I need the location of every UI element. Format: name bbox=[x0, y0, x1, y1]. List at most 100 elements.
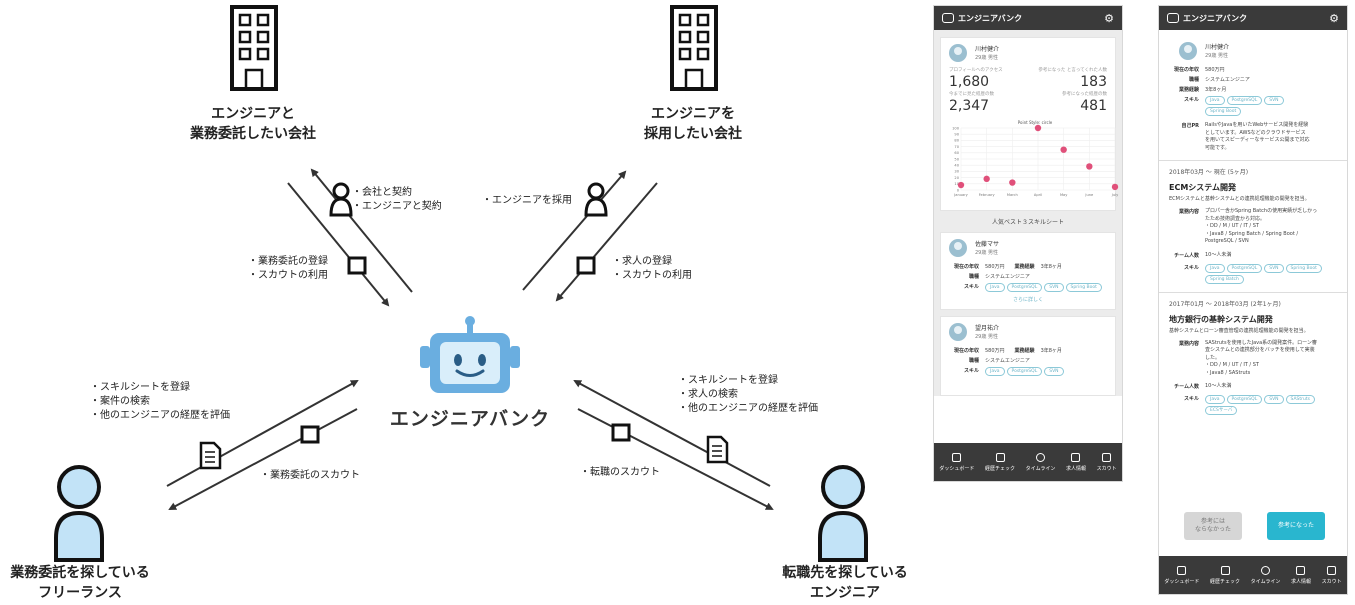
app-brand[interactable]: エンジニアバンク bbox=[942, 13, 1022, 24]
handshake-person-icon bbox=[584, 182, 608, 217]
gear-icon[interactable]: ⚙ bbox=[1329, 11, 1339, 25]
job-row: 職種システムエンジニア bbox=[968, 274, 1030, 280]
helpful-button[interactable]: 参考になった bbox=[1267, 512, 1325, 540]
skill-chip[interactable]: Java bbox=[1205, 395, 1225, 404]
document-icon bbox=[1296, 565, 1306, 575]
tab-career-check[interactable]: 経歴チェック bbox=[985, 452, 1015, 472]
skill-chip[interactable]: PostgreSQL bbox=[1226, 96, 1263, 105]
square-marker-icon bbox=[611, 423, 631, 442]
arrow-from-tl-company bbox=[287, 182, 390, 307]
project-period: 2018年03月 〜 現在 (5ヶ月) bbox=[1159, 160, 1347, 176]
y-tick-label: 40 bbox=[954, 164, 959, 168]
skill-chip[interactable]: Spring Boot bbox=[1285, 263, 1322, 273]
popular-skillsheets-heading: 人気ベスト３スキルシート bbox=[991, 219, 1065, 226]
document-icon bbox=[1071, 452, 1081, 462]
square-marker-icon bbox=[347, 256, 367, 275]
skill-chip[interactable]: Java bbox=[985, 367, 1005, 376]
tab-dashboard[interactable]: ダッシュボード bbox=[1164, 565, 1199, 585]
skill-chip[interactable]: SVN bbox=[1044, 367, 1064, 376]
skill-chip[interactable]: PostgreSQL bbox=[1006, 367, 1043, 376]
skill-chip[interactable]: SAStruts bbox=[1285, 395, 1315, 404]
data-point bbox=[1009, 179, 1016, 186]
tab-jobs[interactable]: 求人情報 bbox=[1066, 452, 1086, 472]
not-helpful-button[interactable]: 参考にはならなかった bbox=[1184, 512, 1242, 540]
y-tick-label: 80 bbox=[954, 139, 959, 143]
tab-career-check[interactable]: 経歴チェック bbox=[1210, 565, 1240, 585]
square-marker-icon bbox=[300, 425, 320, 444]
skill-chip[interactable]: SVN bbox=[1264, 96, 1284, 105]
project-desc: ECMシステムと基幹システムとの連携処理機能の開発を担当。 bbox=[1169, 196, 1310, 202]
document-icon bbox=[706, 435, 729, 464]
chat-icon bbox=[1036, 452, 1045, 462]
y-tick-label: 20 bbox=[954, 176, 959, 180]
pr-row: 自己PR RailsやJavaを用いたWebサービス開発を経験としています。AW… bbox=[1181, 122, 1310, 151]
tab-scout[interactable]: スカウト bbox=[1322, 565, 1342, 585]
skill-chip[interactable]: ECSサーバ bbox=[1205, 406, 1238, 415]
user-sub: 29歳 男性 bbox=[975, 333, 998, 340]
y-tick-label: 10 bbox=[954, 182, 959, 186]
avatar bbox=[949, 44, 967, 62]
data-point bbox=[983, 175, 990, 183]
arrow-from-jobseeker bbox=[573, 380, 771, 487]
skill-chip[interactable]: Spring Boot bbox=[1205, 107, 1242, 116]
skill-chip[interactable]: SVN bbox=[1264, 263, 1284, 273]
skill-chip[interactable]: Java bbox=[985, 283, 1005, 292]
y-tick-label: 30 bbox=[954, 170, 959, 174]
skill-row: スキル Java PostgreSQL SVN bbox=[949, 367, 1107, 376]
avatar bbox=[949, 239, 967, 257]
mail-icon bbox=[1327, 565, 1337, 575]
project-period: 2017年01月 〜 2018年03月 (2年1ヶ月) bbox=[1159, 291, 1347, 308]
label-tl-company: エンジニアと 業務委託したい会社 bbox=[190, 106, 316, 142]
y-tick-label: 50 bbox=[954, 157, 959, 161]
avatar bbox=[949, 323, 967, 341]
data-point bbox=[1111, 183, 1119, 191]
tab-scout[interactable]: スカウト bbox=[1097, 452, 1117, 472]
tab-timeline[interactable]: タイムライン bbox=[1026, 452, 1055, 472]
skill-chip[interactable]: Java bbox=[1205, 96, 1225, 105]
user-name: 川村健介 bbox=[975, 45, 1000, 53]
skill-chip[interactable]: PostgreSQL bbox=[1226, 395, 1263, 404]
skill-chip[interactable]: SVN bbox=[1264, 395, 1284, 404]
x-tick-label: July bbox=[1111, 193, 1119, 197]
square-marker-icon bbox=[576, 256, 596, 275]
skill-chip[interactable]: PostgreSQL bbox=[1226, 263, 1263, 273]
skill-chip[interactable]: Spring Batch bbox=[1205, 274, 1244, 284]
data-point bbox=[1060, 146, 1067, 153]
tab-timeline[interactable]: タイムライン bbox=[1251, 565, 1280, 585]
skill-chip[interactable]: Spring Boot bbox=[1065, 283, 1102, 292]
access-chart: Point Style: circle010203040506070809010… bbox=[952, 120, 1119, 197]
note-bl-down: ・業務委託のスカウト bbox=[260, 470, 360, 481]
avatar bbox=[1179, 42, 1197, 60]
arrow-to-jobseeker bbox=[577, 408, 774, 510]
tab-dashboard[interactable]: ダッシュボード bbox=[939, 452, 974, 472]
note-br-down: ・転職のスカウト bbox=[580, 467, 660, 478]
arrow-from-freelancer bbox=[166, 380, 359, 487]
user-name: 望月祐介 bbox=[975, 324, 1000, 332]
tab-jobs[interactable]: 求人情報 bbox=[1291, 565, 1311, 585]
app-header: エンジニアバンク ⚙ bbox=[934, 6, 1122, 30]
app-brand[interactable]: エンジニアバンク bbox=[1167, 13, 1247, 24]
document-icon bbox=[199, 441, 222, 470]
people-icon bbox=[995, 452, 1005, 462]
skill-chip[interactable]: Java bbox=[1205, 263, 1225, 273]
x-tick-label: April bbox=[1034, 193, 1042, 197]
note-tr-down: ・求人の登録・スカウトの利用 bbox=[612, 256, 692, 281]
skill-chip[interactable]: PostgreSQL bbox=[1006, 283, 1043, 292]
more-link[interactable]: さらに詳しく bbox=[1012, 297, 1043, 303]
robot-icon bbox=[942, 13, 954, 23]
skill-chip[interactable]: SVN bbox=[1044, 283, 1064, 292]
gear-icon[interactable]: ⚙ bbox=[1104, 11, 1114, 25]
